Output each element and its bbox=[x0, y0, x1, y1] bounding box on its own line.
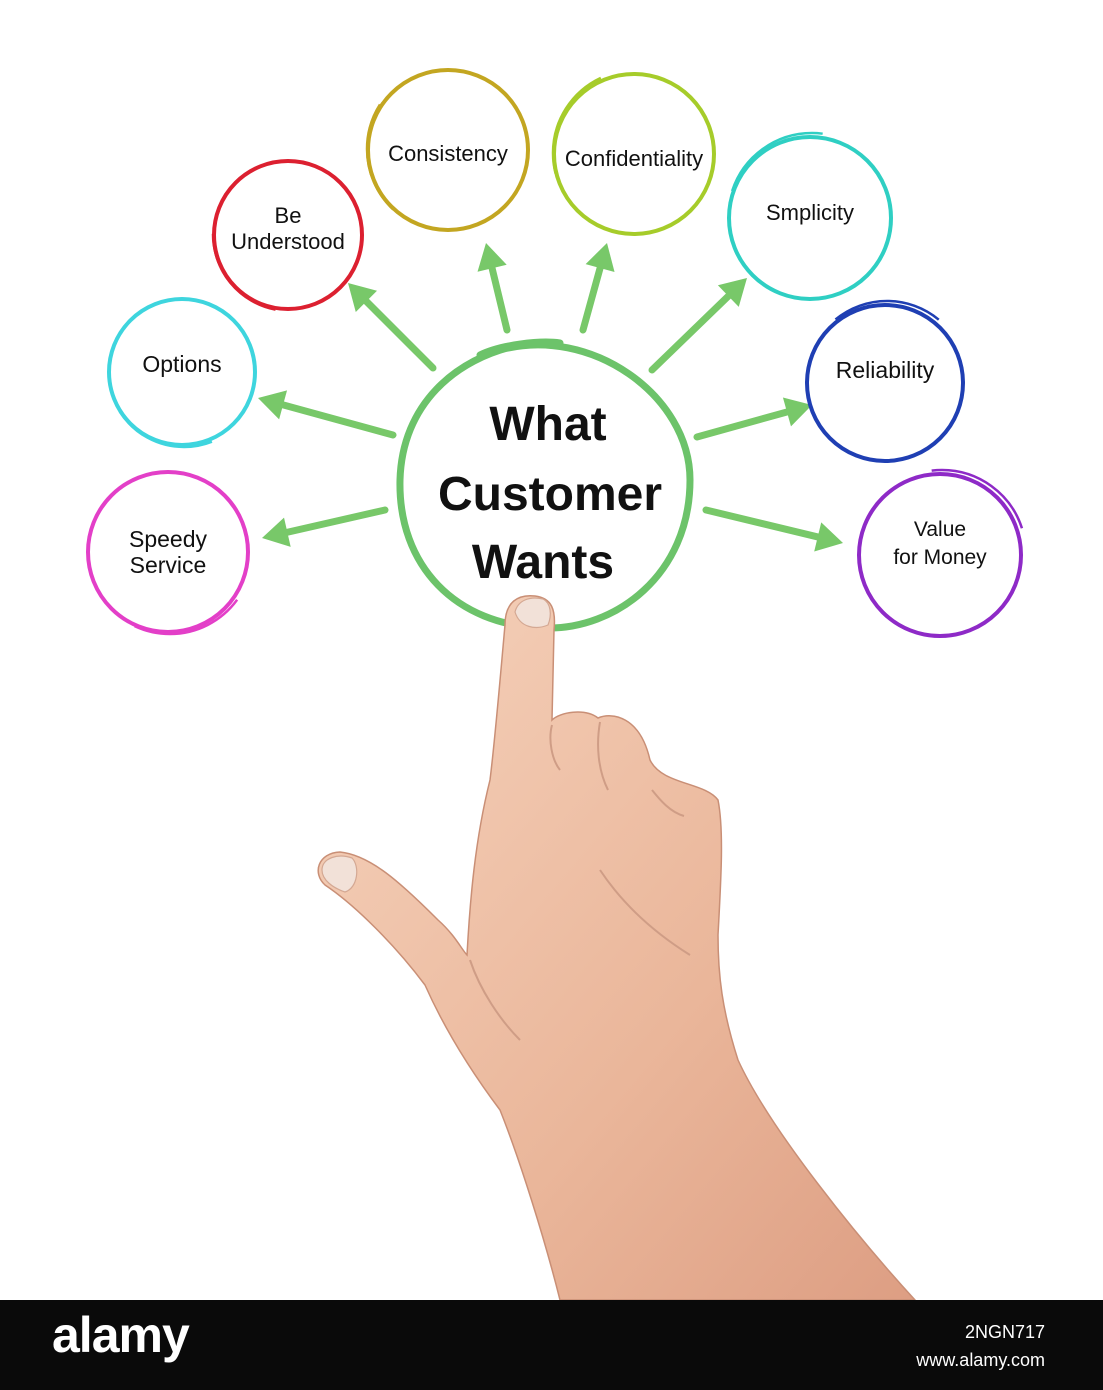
node-ring-stroke-reliability bbox=[804, 299, 970, 465]
site-url: www.alamy.com bbox=[916, 1350, 1045, 1370]
center-line-3: Wants bbox=[472, 536, 614, 589]
node-reliability: Reliability bbox=[804, 299, 970, 465]
pointing-hand-icon bbox=[317, 594, 917, 1300]
arrow-shaft-value-for-money bbox=[702, 506, 822, 541]
node-options: Options bbox=[106, 293, 262, 449]
node-ring-speedy-service bbox=[86, 470, 250, 634]
node-ring-stroke-smplicity bbox=[726, 131, 898, 303]
node-label-reliability-0: Reliability bbox=[836, 357, 935, 383]
node-smplicity: Smplicity bbox=[726, 131, 898, 303]
node-ring-stroke-be-understood bbox=[211, 155, 369, 313]
node-value-for-money: Value for Money bbox=[856, 468, 1028, 640]
node-ring-stroke-value-for-money bbox=[856, 468, 1028, 640]
arrow-head-smplicity bbox=[717, 278, 747, 307]
image-code: 2NGN717 bbox=[964, 1322, 1045, 1342]
node-label-be-understood-0: Be bbox=[275, 203, 302, 228]
node-label-value-for-money-0: Value bbox=[914, 518, 966, 541]
node-ring-stroke-confidentiality bbox=[551, 68, 721, 238]
center-ring-stroke bbox=[476, 338, 564, 359]
center-node: What Customer Wants bbox=[396, 338, 694, 632]
node-ring-stroke-speedy-service bbox=[85, 466, 255, 636]
arrow-shaft-confidentiality bbox=[579, 264, 604, 334]
node-ring-options bbox=[107, 297, 257, 447]
arrows-group bbox=[258, 243, 843, 552]
node-ring-value-for-money bbox=[857, 472, 1023, 638]
node-ring-stroke-consistency bbox=[365, 64, 535, 234]
node-ring-stroke-options bbox=[106, 293, 262, 449]
node-label-speedy-service-0: Speedy bbox=[129, 526, 208, 552]
node-ring-reliability bbox=[805, 303, 965, 463]
arrow-head-speedy-service bbox=[262, 517, 291, 547]
arrow-head-reliability bbox=[782, 397, 812, 427]
node-label-speedy-service-1: Service bbox=[130, 552, 207, 578]
arrow-shaft-be-understood bbox=[362, 297, 437, 372]
footer-bar: alamy 2NGN717 www.alamy.com bbox=[0, 1300, 1103, 1390]
center-line-2: Customer bbox=[438, 468, 662, 521]
arrow-shaft-reliability bbox=[693, 408, 791, 441]
node-label-confidentiality-0: Confidentiality bbox=[565, 146, 703, 171]
node-ring-smplicity bbox=[727, 135, 893, 301]
arrow-head-value-for-money bbox=[814, 522, 843, 552]
node-label-consistency-0: Consistency bbox=[388, 141, 508, 166]
arrow-head-consistency bbox=[477, 243, 507, 272]
arrow-head-options bbox=[258, 390, 288, 420]
node-label-value-for-money-1: for Money bbox=[893, 546, 987, 569]
node-label-smplicity-0: Smplicity bbox=[766, 200, 854, 225]
brand-logo: alamy bbox=[52, 1307, 190, 1363]
node-consistency: Consistency bbox=[365, 64, 535, 234]
arrow-head-be-understood bbox=[348, 283, 377, 312]
center-line-1: What bbox=[489, 398, 606, 451]
node-confidentiality: Confidentiality bbox=[551, 68, 721, 238]
arrow-shaft-speedy-service bbox=[283, 506, 389, 536]
arrow-head-confidentiality bbox=[585, 243, 615, 273]
arrow-shaft-consistency bbox=[488, 264, 511, 334]
node-label-be-understood-1: Understood bbox=[231, 229, 345, 254]
arrow-shaft-smplicity bbox=[648, 292, 732, 374]
arrow-shaft-options bbox=[279, 401, 397, 439]
node-label-options-0: Options bbox=[142, 351, 221, 377]
